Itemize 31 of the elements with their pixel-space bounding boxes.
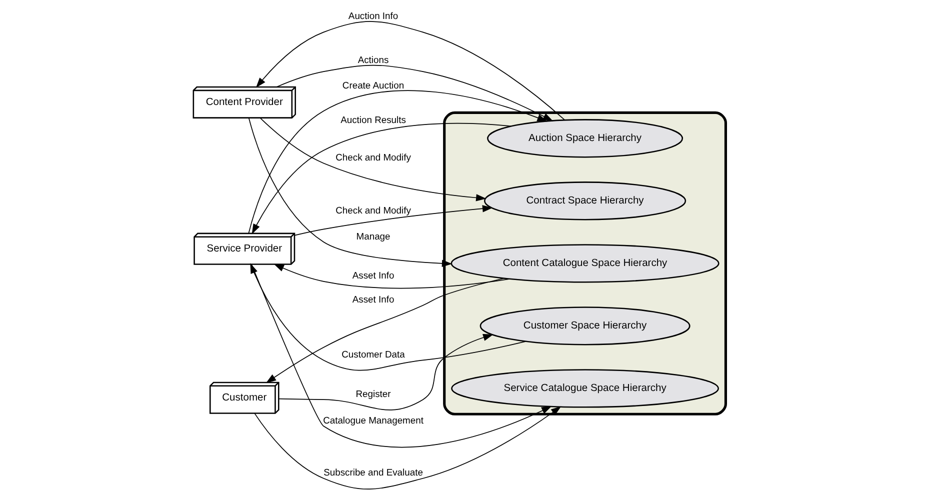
edge-label: Register bbox=[355, 388, 390, 399]
edge-label: Actions bbox=[357, 54, 388, 65]
edge-label: Asset Info bbox=[352, 294, 394, 305]
edge-label: Auction Results bbox=[340, 114, 406, 125]
arrow bbox=[278, 334, 493, 410]
node-ellipse: Contract Space Hierarchy bbox=[483, 182, 686, 220]
edge-label: Customer Data bbox=[341, 348, 404, 360]
edge-label: Manage bbox=[356, 230, 390, 242]
arrow bbox=[265, 278, 504, 384]
arrow bbox=[248, 90, 547, 234]
arrow bbox=[276, 64, 553, 122]
arrow bbox=[250, 264, 552, 448]
arrow bbox=[248, 117, 452, 267]
edge-label: Subscribe and Evaluate bbox=[323, 466, 422, 478]
node-ellipse: Auction Space Hierarchy bbox=[486, 119, 683, 158]
edge-label: Check and Modify bbox=[335, 151, 410, 162]
arrow bbox=[273, 264, 510, 289]
node-ellipse: Customer Space Hierarchy bbox=[479, 306, 690, 346]
edge-label: Asset Info bbox=[352, 270, 394, 281]
arrow bbox=[255, 21, 565, 120]
edge-label: Catalogue Management bbox=[322, 414, 423, 426]
arrow bbox=[294, 205, 492, 236]
arrow bbox=[251, 122, 511, 234]
edge-label: Auction Info bbox=[348, 10, 398, 22]
node-ellipse: Content Catalogue Space Hierarchy bbox=[450, 244, 719, 283]
arrow bbox=[250, 263, 526, 371]
edge-label: Check and Modify bbox=[335, 204, 410, 216]
edge-label: Create Auction bbox=[342, 80, 404, 91]
node-ellipse: Service Catalogue Space Hierarchy bbox=[450, 369, 718, 408]
arrow bbox=[259, 118, 486, 202]
arrow bbox=[254, 406, 561, 490]
